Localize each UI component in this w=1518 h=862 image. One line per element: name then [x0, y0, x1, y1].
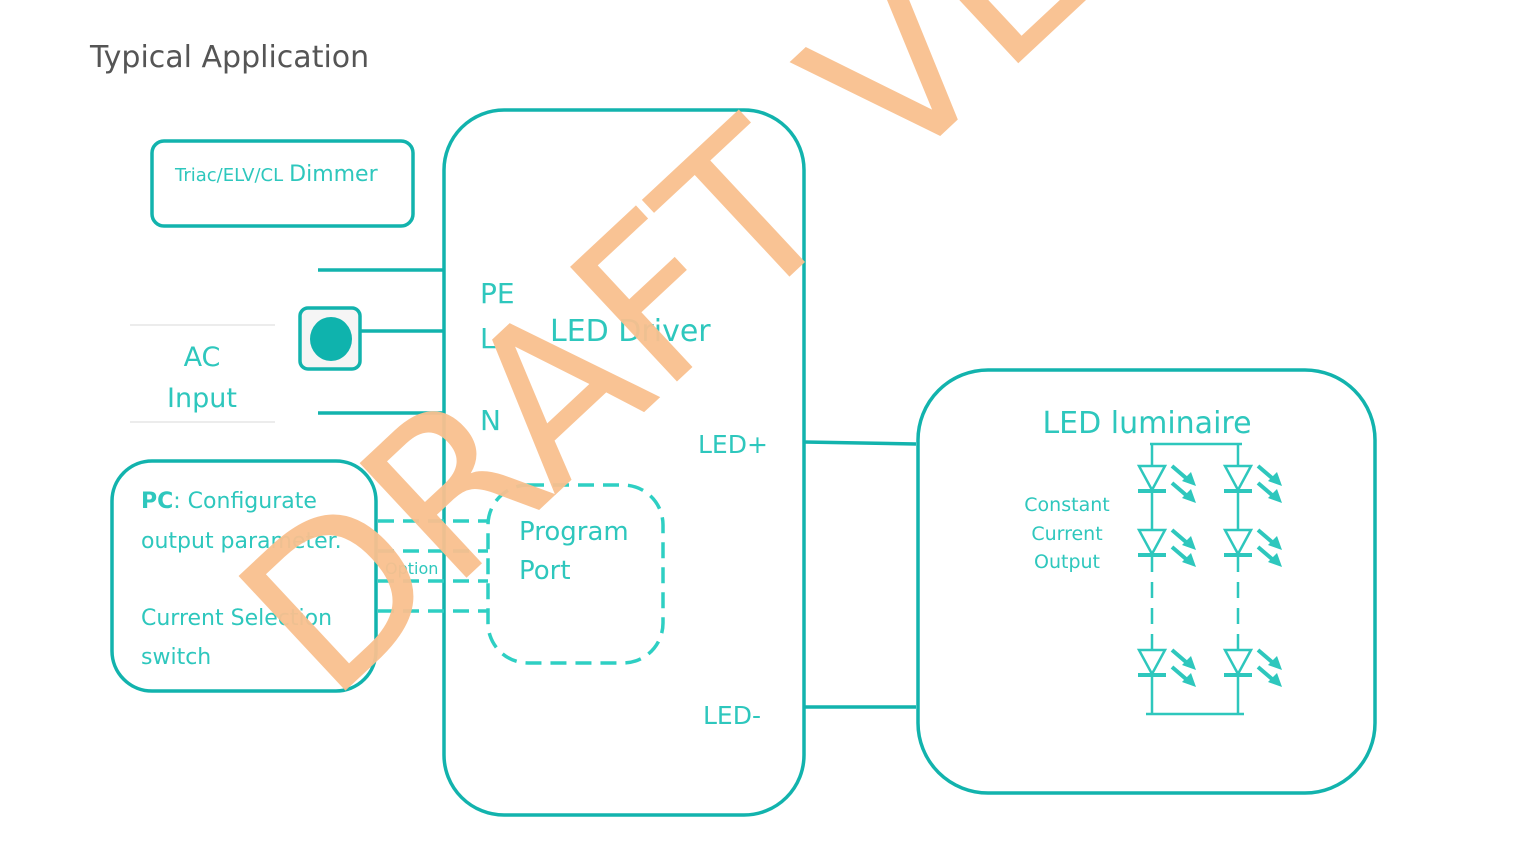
light-arrow-head-icon: [1182, 536, 1196, 550]
light-arrow-head-icon: [1182, 472, 1196, 486]
pc-box: [110, 459, 378, 693]
port-label: Port: [519, 556, 571, 586]
led-diode-icon: [1136, 464, 1168, 493]
section-title: Typical Application: [89, 40, 369, 75]
light-arrow-icon: [1170, 481, 1188, 497]
ac-label: AC: [184, 342, 221, 373]
n-terminal: N: [480, 404, 501, 437]
l-terminal: L: [480, 322, 496, 355]
pe-terminal: PE: [480, 277, 515, 310]
led-driver-title: LED Driver: [550, 314, 711, 349]
light-arrow-icon: [1170, 665, 1188, 681]
led-plus-wire: [803, 440, 917, 446]
light-arrow-icon: [1256, 648, 1274, 664]
light-arrow-head-icon: [1182, 673, 1196, 687]
light-arrow-icon: [1256, 464, 1274, 480]
led-diode-icon: [1222, 528, 1254, 557]
led-array: [1136, 442, 1282, 716]
light-arrow-head-icon: [1268, 489, 1282, 503]
light-arrow-head-icon: [1182, 553, 1196, 567]
light-arrow-head-icon: [1268, 472, 1282, 486]
led-diode-icon: [1136, 648, 1168, 677]
led-luminaire-box: [916, 368, 1377, 795]
pc-line2: output parameter.: [141, 529, 342, 554]
luminaire-title: LED luminaire: [1042, 406, 1251, 441]
option-links: [378, 519, 488, 613]
pc-line4: switch: [141, 645, 211, 670]
led-driver-box: [442, 108, 806, 817]
input-label: Input: [167, 383, 237, 414]
light-arrow-icon: [1256, 528, 1274, 544]
program-label: Program: [519, 517, 629, 547]
led-diode-icon: [1136, 528, 1168, 557]
led-minus-terminal: LED-: [703, 701, 761, 730]
pc-line3: Current Selection: [141, 606, 332, 631]
constant-label: Constant: [1024, 494, 1109, 516]
light-arrow-icon: [1256, 481, 1274, 497]
light-arrow-icon: [1170, 528, 1188, 544]
option-label: Option: [385, 559, 438, 578]
program-port-box: [486, 483, 665, 665]
light-arrow-icon: [1170, 464, 1188, 480]
switch-knob-icon: [310, 317, 352, 361]
pc-line1: PC: Configurate: [141, 489, 317, 514]
light-arrow-icon: [1170, 545, 1188, 561]
light-arrow-head-icon: [1268, 553, 1282, 567]
light-arrow-icon: [1170, 648, 1188, 664]
output-label: Output: [1034, 551, 1100, 573]
light-arrow-head-icon: [1268, 536, 1282, 550]
light-arrow-head-icon: [1268, 656, 1282, 670]
light-arrow-head-icon: [1182, 489, 1196, 503]
light-arrow-head-icon: [1182, 656, 1196, 670]
light-arrow-icon: [1256, 665, 1274, 681]
led-plus-terminal: LED+: [698, 430, 768, 459]
led-diode-icon: [1222, 464, 1254, 493]
dimmer-box: [150, 139, 415, 228]
led-diode-icon: [1222, 648, 1254, 677]
current-label: Current: [1031, 523, 1102, 545]
light-arrow-head-icon: [1268, 673, 1282, 687]
light-arrow-icon: [1256, 545, 1274, 561]
